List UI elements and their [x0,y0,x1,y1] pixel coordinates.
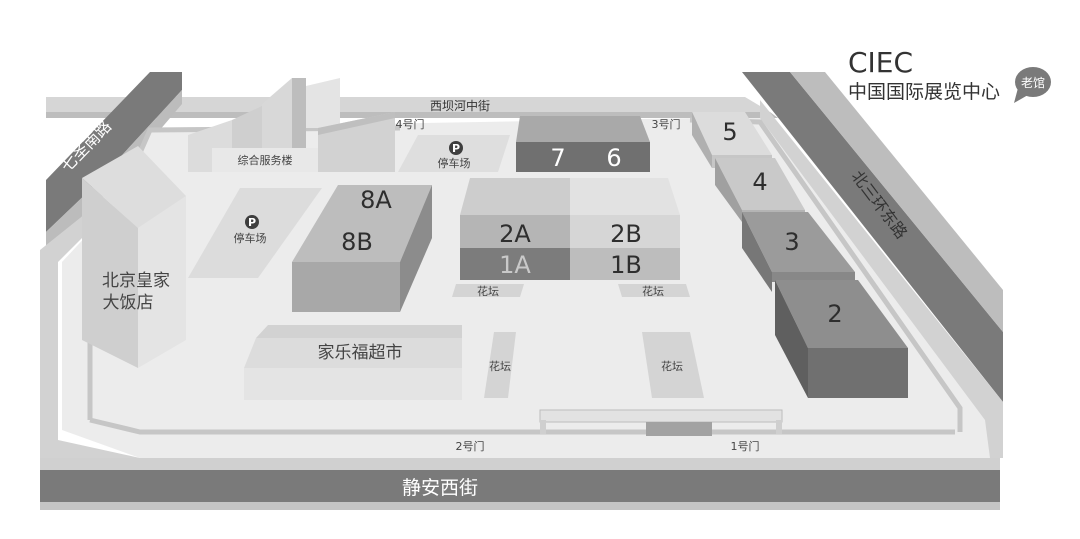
supermarket-label[interactable]: 家乐福超市 [318,343,403,363]
flowerbed-2: 花坛 [618,284,690,298]
west-road [46,72,182,232]
brand-title: CIEC [848,46,913,79]
gate-1-label: 1号门 [731,439,760,453]
hall-8a-label[interactable]: 8A [360,186,392,214]
service-building-label: 综合服务楼 [238,153,293,167]
hall-2b-label[interactable]: 2B [610,220,642,248]
parking-north[interactable]: P 停车场 [398,135,510,172]
hall-2-label[interactable]: 2 [827,300,842,328]
hotel-label-line1: 北京皇家 [102,271,170,291]
hall-1a-label[interactable]: 1A [499,251,531,279]
parking-west-label: 停车场 [234,231,267,245]
hotel-tower: 北京皇家 大饭店 [82,146,186,368]
brand-badge-bubble [1015,67,1051,97]
hall-1b-label[interactable]: 1B [610,251,642,279]
hotel-label-line2: 大饭店 [103,293,154,313]
south-road [40,470,1000,502]
hall-3[interactable]: 3 [742,212,855,292]
hall-7-label[interactable]: 7 [550,144,565,172]
parking-north-label: 停车场 [438,156,471,170]
gate-2-label: 2号门 [456,439,485,453]
south-road-bottom [40,502,1000,510]
halls-1-2[interactable]: 2A 2B 1A 1B [460,178,680,280]
parking-west-icon [245,215,259,229]
parking-west[interactable]: P 停车场 [188,188,322,278]
parking-west-symbol: P [248,216,256,229]
svg-text:花坛: 花坛 [489,360,511,373]
south-road-top [40,458,1000,470]
east-road [742,72,1003,402]
ciec-logo: CIEC 中国国际展览中心 老馆 [848,46,1051,103]
svg-text:花坛: 花坛 [477,285,499,298]
hall-2[interactable]: 2 [775,280,908,398]
south-entrance [539,409,783,436]
svg-text:花坛: 花坛 [642,285,664,298]
parking-north-symbol: P [452,142,460,155]
brand-badge: 老馆 [1021,75,1045,90]
service-building: 综合服务楼 [188,78,395,172]
hall-4-label[interactable]: 4 [752,168,767,196]
flowerbed-1: 花坛 [452,284,524,298]
hall-6-label[interactable]: 6 [606,144,621,172]
road-south-label: 静安西街 [402,477,478,499]
hall-7-6[interactable]: 7 6 [516,116,650,172]
hall-8[interactable]: 8A 8B [292,185,432,312]
gate-3-label: 3号门 [652,117,681,131]
north-road [46,97,770,112]
hall-5-label[interactable]: 5 [722,118,737,146]
east-road-light [790,72,1003,332]
brand-subtitle: 中国国际展览中心 [848,81,1000,103]
svg-text:花坛: 花坛 [661,360,683,373]
west-strip [40,210,140,458]
road-north-label: 西坝河中街 [430,98,490,113]
hall-3-label[interactable]: 3 [784,228,799,256]
parking-north-icon [449,141,463,155]
flowerbed-3: 花坛 [484,332,516,398]
flowerbed-4: 花坛 [642,332,704,398]
gate-4-label: 4号门 [396,117,425,131]
supermarket[interactable]: 家乐福超市 [244,325,462,400]
hall-8b-label[interactable]: 8B [341,228,373,256]
hall-2a-label[interactable]: 2A [499,220,531,248]
brand-badge-tail [1014,88,1028,103]
